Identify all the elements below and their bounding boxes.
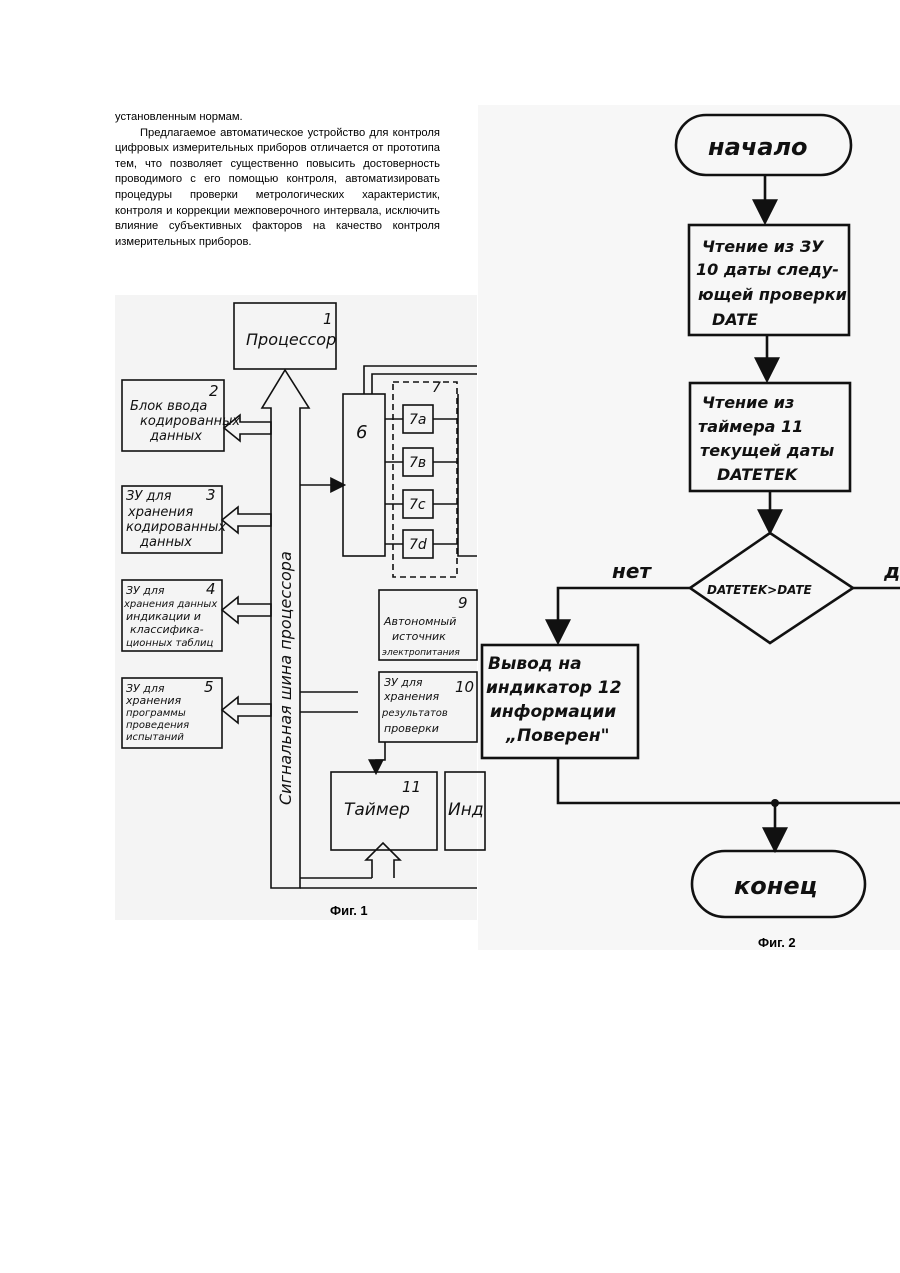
block-2-num: 2 bbox=[209, 382, 219, 400]
block-4-line2: хранения данных bbox=[123, 599, 217, 610]
block-10-line2: хранения bbox=[383, 690, 440, 703]
block-5-num: 5 bbox=[204, 678, 214, 696]
step1-line4: DATE bbox=[712, 310, 758, 329]
block-4-line1: ЗУ для bbox=[126, 584, 165, 597]
block-11-label: Таймер bbox=[344, 800, 410, 820]
block-9-line3: электропитания bbox=[382, 648, 460, 658]
block-10-num: 10 bbox=[455, 678, 474, 696]
yes-label: да bbox=[883, 559, 900, 583]
block-3-num: 3 bbox=[206, 486, 216, 504]
bus-label: Сигнальная шина процессора bbox=[276, 551, 295, 805]
block-3-line4: данных bbox=[139, 535, 192, 550]
block-10-line3: результатов bbox=[381, 708, 448, 719]
fig2-caption: Фиг. 2 bbox=[758, 935, 796, 950]
step2-line4: DATETEK bbox=[717, 465, 799, 484]
block-5-line2: хранения bbox=[125, 694, 182, 707]
block-7a-label: 7a bbox=[409, 412, 427, 428]
block-4-num: 4 bbox=[206, 580, 216, 598]
block-7-num: 7 bbox=[432, 380, 441, 396]
output-line1: Вывод на bbox=[488, 654, 582, 674]
output-line4: „Поверен" bbox=[505, 726, 609, 746]
block-4-line3: индикации и bbox=[126, 610, 201, 623]
step2-line3: текущей даты bbox=[700, 441, 835, 460]
no-label: нет bbox=[612, 559, 652, 583]
output-line3: информации bbox=[490, 702, 616, 722]
step1-line1: Чтение из ЗУ bbox=[702, 237, 824, 256]
block-2-line1: Блок ввода bbox=[130, 399, 207, 414]
block-11-num: 11 bbox=[402, 778, 421, 796]
step2-line1: Чтение из bbox=[702, 393, 794, 412]
fig1-caption: Фиг. 1 bbox=[330, 903, 368, 918]
processor-num: 1 bbox=[323, 310, 333, 328]
block-3-line1: ЗУ для bbox=[126, 489, 172, 504]
block-4-line5: ционных таблиц bbox=[126, 637, 214, 649]
block-5-line5: испытаний bbox=[126, 732, 184, 743]
block-6-num: 6 bbox=[356, 422, 367, 443]
junction-dot bbox=[771, 799, 779, 807]
processor-label: Процессор bbox=[246, 330, 336, 349]
block-2-line3: данных bbox=[149, 429, 202, 444]
step1-line3: ющей проверки bbox=[698, 285, 847, 304]
block-10-line4: проверки bbox=[384, 722, 439, 735]
decision-label: DATETEK>DATE bbox=[707, 583, 813, 597]
block-2-line2: кодированных bbox=[140, 414, 240, 429]
block-3-line3: кодированных bbox=[126, 520, 226, 535]
block-7b-label: 7в bbox=[409, 455, 426, 471]
block-3-line2: хранения bbox=[127, 505, 193, 520]
block-7d-label: 7d bbox=[409, 537, 427, 553]
start-label: начало bbox=[708, 133, 808, 161]
block-4-line4: классифика- bbox=[130, 623, 204, 636]
block-9-num: 9 bbox=[458, 594, 468, 612]
step2-line2: таймера 11 bbox=[698, 417, 803, 436]
block-5-line3: программы bbox=[126, 708, 186, 719]
block-10-line1: ЗУ для bbox=[384, 676, 423, 689]
block-9-line2: источник bbox=[392, 630, 446, 643]
block-ind-label: Инд bbox=[448, 800, 484, 820]
end-label: конец bbox=[734, 872, 817, 900]
block-7c-label: 7с bbox=[409, 497, 426, 513]
step1-line2: 10 даты следу- bbox=[696, 260, 839, 279]
block-5-line4: проведения bbox=[126, 720, 189, 731]
block-6-box bbox=[343, 394, 385, 556]
output-line2: индикатор 12 bbox=[486, 678, 622, 698]
block-9-line1: Автономный bbox=[383, 615, 456, 628]
